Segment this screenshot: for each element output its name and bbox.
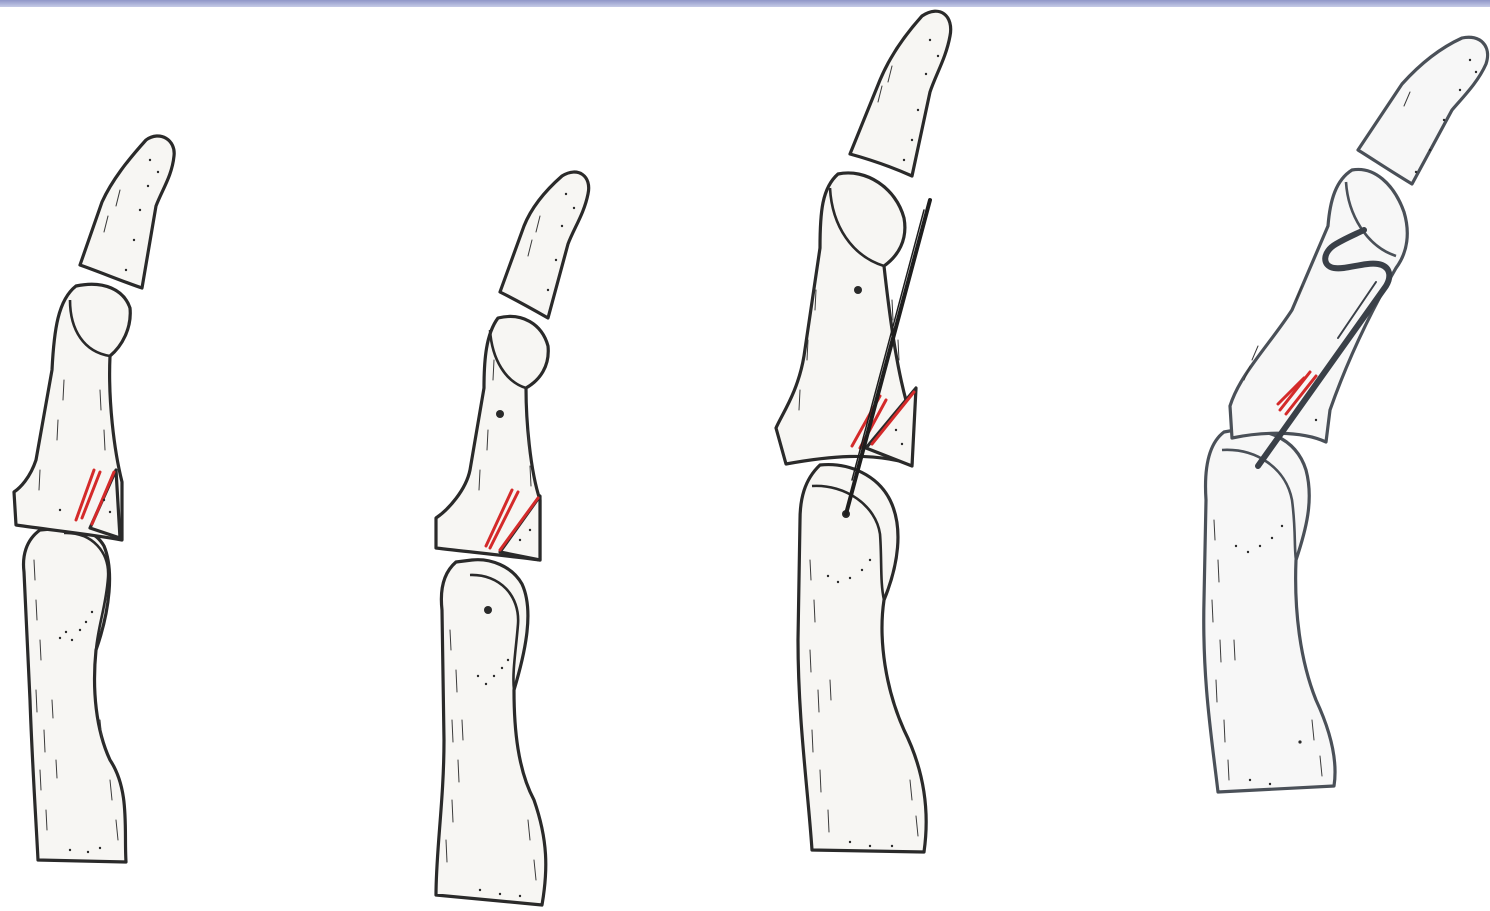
panel-3-distal-phalanx [850,11,951,176]
panel-3-finger [776,11,951,852]
panel-1-distal-phalanx [80,136,174,288]
panel-4-middle-phalanx [1230,169,1407,442]
panel-3-proximal-phalanx [798,465,926,852]
panel-2-finger [436,172,589,905]
panel-2-joint-dot [484,606,492,614]
panel-1-proximal-phalanx [24,528,126,862]
panel-1-finger [14,136,174,862]
panel-4-proximal-phalanx [1204,430,1335,792]
panel-4-finger [1204,37,1488,792]
panel-3-middle-dot [854,286,862,294]
panel-2-middle-dot [496,410,504,418]
panel-2-distal-phalanx [500,172,589,318]
panel-4-distal-phalanx [1358,37,1488,184]
